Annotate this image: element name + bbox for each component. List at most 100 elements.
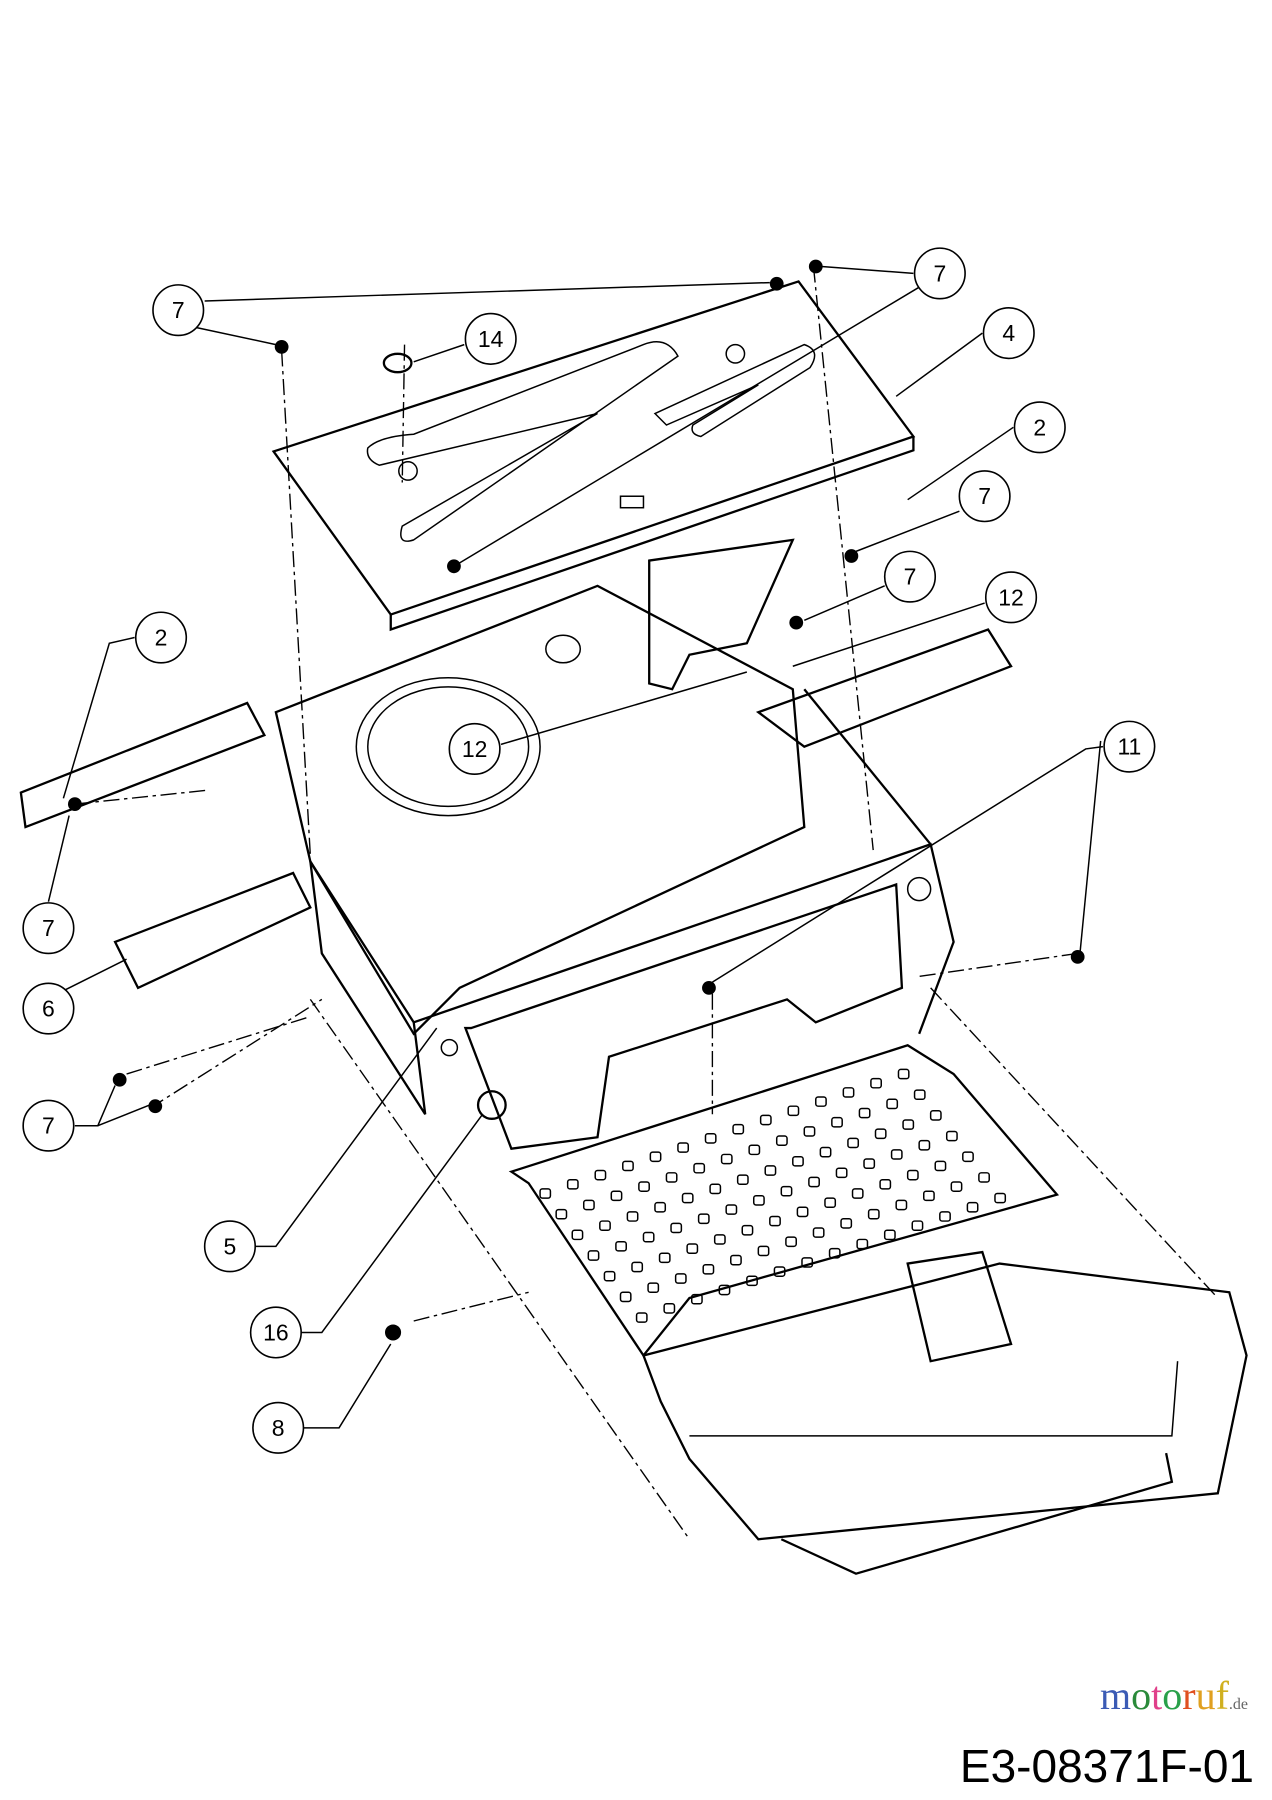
watermark-letter: r xyxy=(1182,1673,1196,1718)
perforation xyxy=(812,1227,825,1238)
callout: 8 xyxy=(252,1401,305,1454)
perforation xyxy=(856,1238,869,1250)
watermark-suffix: .de xyxy=(1228,1696,1248,1713)
perforation xyxy=(594,1169,607,1181)
perforation xyxy=(840,1218,853,1229)
perforation xyxy=(994,1192,1007,1204)
bolt-icon xyxy=(789,615,804,630)
callout: 7 xyxy=(913,247,966,300)
perforation xyxy=(748,1144,761,1156)
perforation xyxy=(906,1169,919,1181)
grommet-icon xyxy=(382,352,413,374)
perforation xyxy=(842,1087,855,1098)
perforation xyxy=(571,1229,584,1241)
perforation xyxy=(642,1231,655,1243)
perforation xyxy=(677,1142,690,1153)
callout: 6 xyxy=(22,982,75,1035)
perforation xyxy=(897,1068,910,1080)
perforation xyxy=(674,1273,687,1284)
watermark-letter: m xyxy=(1099,1673,1132,1718)
perforation xyxy=(757,1245,770,1257)
svg-text:2: 2 xyxy=(1033,414,1046,440)
perforation xyxy=(555,1208,568,1220)
perforation xyxy=(631,1261,644,1273)
perforation xyxy=(566,1178,579,1190)
watermark-letter: t xyxy=(1151,1673,1163,1718)
perforation xyxy=(713,1234,726,1245)
assembly-lines xyxy=(74,266,1219,1540)
perforation xyxy=(764,1165,777,1176)
perforation xyxy=(923,1190,935,1202)
perforation xyxy=(638,1181,650,1192)
perforation xyxy=(883,1229,896,1241)
svg-text:16: 16 xyxy=(263,1319,289,1345)
perforation xyxy=(752,1195,765,1206)
bolt-icon xyxy=(112,1072,127,1087)
svg-text:12: 12 xyxy=(998,584,1024,610)
perforation xyxy=(690,1293,703,1305)
perforation xyxy=(730,1254,742,1266)
perforation xyxy=(649,1151,662,1163)
svg-text:8: 8 xyxy=(272,1415,285,1441)
perforation xyxy=(759,1114,772,1126)
perforation xyxy=(858,1107,871,1119)
perforation xyxy=(539,1188,552,1199)
svg-text:6: 6 xyxy=(42,996,55,1022)
callout: 7 xyxy=(883,550,937,603)
svg-text:14: 14 xyxy=(478,326,504,352)
callout: 16 xyxy=(249,1306,302,1359)
svg-text:7: 7 xyxy=(172,297,185,323)
perforation xyxy=(911,1220,924,1231)
floor-pan xyxy=(508,1044,1248,1575)
perforation xyxy=(819,1146,832,1158)
watermark-logo: motoruf.de xyxy=(1100,1673,1248,1728)
svg-text:4: 4 xyxy=(1002,320,1015,346)
perforation xyxy=(863,1158,876,1169)
perforation xyxy=(808,1176,820,1188)
callout: 7 xyxy=(152,284,205,337)
perforation xyxy=(732,1123,745,1135)
bolt-icon xyxy=(769,276,784,291)
perforation xyxy=(785,1236,797,1248)
perforation xyxy=(929,1110,942,1121)
perforation xyxy=(697,1213,710,1225)
callouts: 7 14 7 4 2 7 7 12 2 12 11 7 6 7 5 16 8 xyxy=(22,247,1156,1454)
perforation xyxy=(718,1284,731,1296)
perforation xyxy=(663,1303,676,1314)
perforation xyxy=(693,1162,706,1174)
perforation xyxy=(847,1137,860,1149)
perforation xyxy=(867,1208,880,1220)
perforation xyxy=(720,1153,733,1165)
perforation xyxy=(775,1135,788,1146)
bolts xyxy=(67,259,1085,1341)
perforation xyxy=(709,1183,722,1195)
perforation xyxy=(796,1206,809,1218)
perforation xyxy=(681,1192,694,1204)
perforation xyxy=(902,1119,915,1130)
perforation xyxy=(851,1188,864,1199)
perforation xyxy=(792,1155,804,1167)
callout: 4 xyxy=(982,307,1035,360)
perforation xyxy=(622,1160,634,1172)
perforation xyxy=(815,1096,827,1107)
perforation xyxy=(615,1240,627,1252)
callout: 2 xyxy=(1013,401,1066,454)
perforation xyxy=(966,1201,979,1213)
perforation xyxy=(736,1174,749,1186)
perforation xyxy=(890,1149,903,1160)
callout: 12 xyxy=(984,571,1038,624)
perforation xyxy=(773,1266,786,1277)
svg-text:12: 12 xyxy=(462,736,488,762)
perforation xyxy=(918,1139,931,1151)
perforation xyxy=(780,1185,793,1197)
svg-text:2: 2 xyxy=(155,625,168,651)
perforation xyxy=(950,1181,963,1192)
svg-text:11: 11 xyxy=(1117,734,1141,760)
callout: 12 xyxy=(448,722,501,776)
bolt-icon xyxy=(702,980,716,995)
diagram-code: E3-08371F-01 xyxy=(959,1740,1254,1792)
perforation xyxy=(647,1282,660,1294)
perforation xyxy=(599,1220,611,1231)
perforation xyxy=(835,1167,848,1179)
